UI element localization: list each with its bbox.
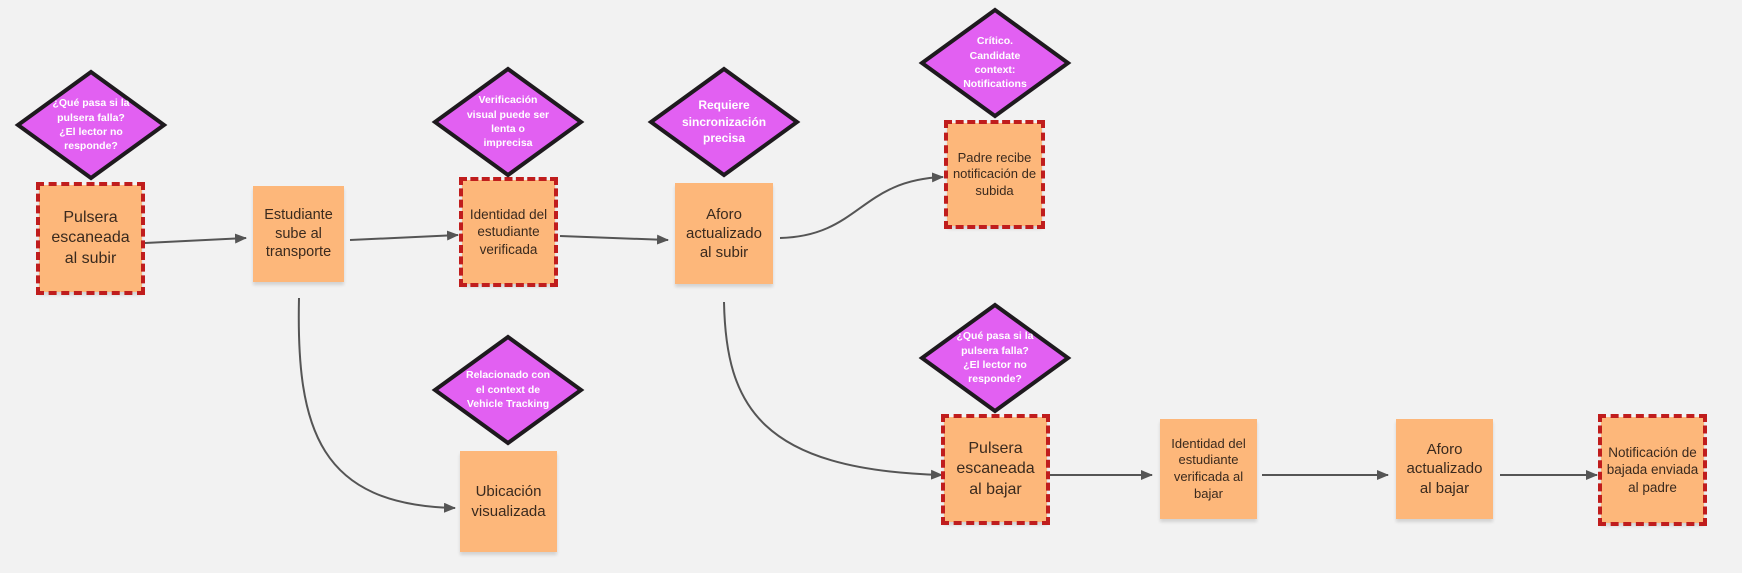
sticky-label: Aforo actualizado al subir <box>686 205 762 262</box>
sticky-aforo-bajar[interactable]: Aforo actualizado al bajar <box>1396 419 1493 519</box>
sticky-pulsera-escaneada-bajar[interactable]: Pulsera escaneada al bajar <box>941 414 1050 525</box>
hotspot-diamond-vehicle-tracking[interactable]: Relacionado con el context de Vehicle Tr… <box>431 334 585 446</box>
sticky-ubicacion-visualizada[interactable]: Ubicación visualizada <box>460 451 557 552</box>
hotspot-diamond-pulsera-falla-bajar[interactable]: ¿Qué pasa si la pulsera falla? ¿El lecto… <box>918 302 1072 414</box>
connector-pulsera-to-estudiante <box>144 233 247 244</box>
diamond-shape <box>647 66 801 178</box>
sticky-label: Identidad del estudiante verificada al b… <box>1171 435 1246 501</box>
sticky-padre-notificacion[interactable]: Padre recibe notificación de subida <box>944 120 1045 229</box>
connector-identidad-to-aforo <box>559 234 669 245</box>
hotspot-diamond-critico-notifications[interactable]: Crítico. Candidate context: Notification… <box>918 7 1072 119</box>
sticky-label: Padre recibe notificación de subida <box>952 149 1037 198</box>
sticky-pulsera-escaneada-subir[interactable]: Pulsera escaneada al subir <box>36 182 145 295</box>
diamond-label: Requiere sincronización precisa <box>682 98 767 146</box>
sticky-notificacion-bajada[interactable]: Notificación de bajada enviada al padre <box>1598 414 1707 526</box>
sticky-identidad-bajar[interactable]: Identidad del estudiante verificada al b… <box>1160 419 1257 519</box>
connector-aforo-to-pulsera-bajar <box>723 301 943 480</box>
diamond-shape <box>918 302 1072 414</box>
diamond-shape <box>14 69 168 181</box>
diamond-label: ¿Qué pasa si la pulsera falla? ¿El lecto… <box>52 97 130 153</box>
sticky-label: Identidad del estudiante verificada <box>469 207 548 257</box>
sticky-label: Aforo actualizado al bajar <box>1406 441 1483 497</box>
connector-aforo-to-padre <box>779 172 944 239</box>
hotspot-diamond-pulsera-falla-subir[interactable]: ¿Qué pasa si la pulsera falla? ¿El lecto… <box>14 69 168 181</box>
sticky-aforo-subir[interactable]: Aforo actualizado al subir <box>675 183 773 284</box>
sticky-label: Pulsera escaneada al bajar <box>956 439 1035 498</box>
diamond-label: Crítico. Candidate context: Notification… <box>963 35 1027 91</box>
sticky-label: Estudiante sube al transporte <box>264 207 333 261</box>
sticky-label: Pulsera escaneada al subir <box>51 208 130 267</box>
hotspot-diamond-sincronizacion[interactable]: Requiere sincronización precisa <box>647 66 801 178</box>
diamond-label: Verificación visual puede ser lenta o im… <box>466 94 550 150</box>
diamond-label: ¿Qué pasa si la pulsera falla? ¿El lecto… <box>956 330 1034 386</box>
sticky-identidad-verificada[interactable]: Identidad del estudiante verificada <box>459 177 558 287</box>
hotspot-diamond-verificacion-visual[interactable]: Verificación visual puede ser lenta o im… <box>431 66 585 178</box>
diamond-shape <box>918 7 1072 119</box>
sticky-label: Notificación de bajada enviada al padre <box>1606 445 1699 495</box>
sticky-estudiante-sube[interactable]: Estudiante sube al transporte <box>253 186 344 282</box>
diamond-shape <box>431 66 585 178</box>
connector-estudiante-to-identidad <box>349 230 459 241</box>
diamond-label: Relacionado con el context de Vehicle Tr… <box>466 369 551 411</box>
diamond-shape <box>431 334 585 446</box>
sticky-label: Ubicación visualizada <box>471 483 546 520</box>
connector-estudiante-to-ubicacion <box>297 297 456 513</box>
